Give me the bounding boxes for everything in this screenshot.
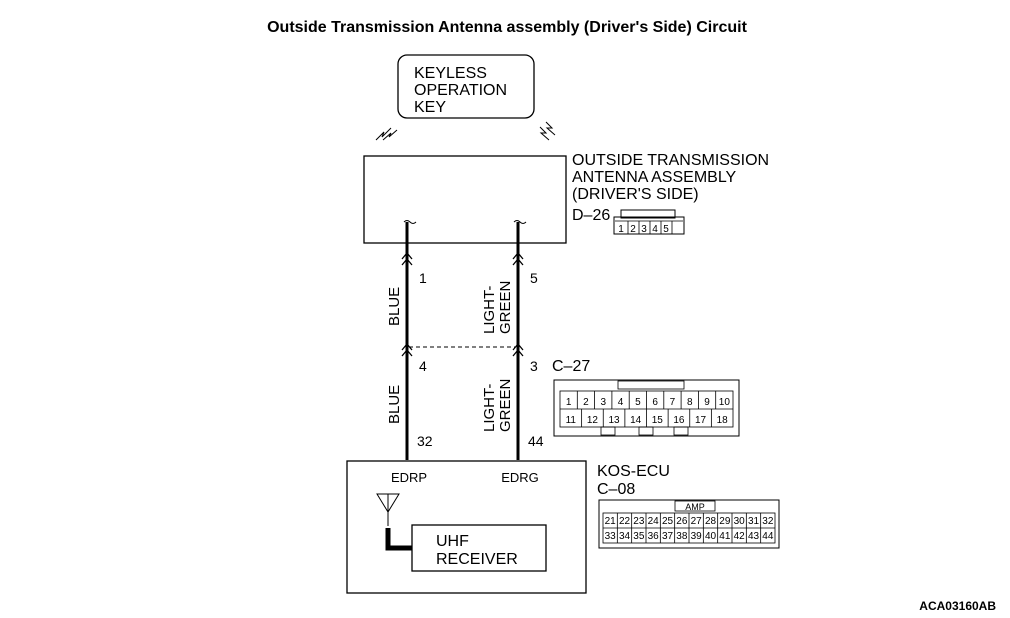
c27-pins-pin-16: 16 [673,415,685,426]
c08-pins-pin-22: 22 [619,516,631,527]
pin-label-3: 3 [530,358,538,374]
c08-pins-pin-41: 41 [719,531,731,542]
reference-code: ACA03160AB [919,599,996,613]
c27-pins-pin-1: 1 [566,397,572,408]
d26-pin-3: 3 [641,224,647,235]
connector-c08-label: C–08 [597,481,635,498]
c27-pins-pin-7: 7 [670,397,676,408]
c08-pins-pin-42: 42 [734,531,746,542]
connector-d26: 1 2 3 4 5 [613,209,685,235]
ecu-name-label: KOS-ECU [597,463,670,480]
pin-label-1: 1 [419,270,427,286]
c08-pins-pin-21: 21 [605,516,617,527]
c08-pins-pin-29: 29 [719,516,731,527]
pin-label-32: 32 [417,433,433,449]
keyless-key-line-3: KEY [414,99,446,116]
wire-light-green [512,222,524,460]
antenna-label-line-3: (DRIVER'S SIDE) [572,186,699,203]
c27-pins-pin-5: 5 [635,397,641,408]
c08-pins-pin-31: 31 [748,516,760,527]
c27-pins-pin-13: 13 [609,415,621,426]
c08-pins-pin-39: 39 [691,531,703,542]
pin-label-5: 5 [530,270,538,286]
terminal-edrp: EDRP [391,470,427,485]
c08-pins-pin-35: 35 [633,531,645,542]
c08-pins-pin-24: 24 [648,516,660,527]
connector-d26-label: D–26 [572,207,610,224]
c27-pins-pin-2: 2 [583,397,589,408]
terminal-edrg: EDRG [501,470,539,485]
d26-pin-2: 2 [630,224,636,235]
d26-pin-1: 1 [618,224,624,235]
wire-color-lightgreen-upper-2: GREEN [497,281,514,334]
c08-pins-pin-27: 27 [691,516,703,527]
c08-pins-pin-30: 30 [734,516,746,527]
amp-label: AMP [685,502,705,512]
keyless-key-line-2: OPERATION [414,82,507,99]
d26-pin-4: 4 [652,224,658,235]
c27-pins-pin-14: 14 [630,415,642,426]
c08-pins-pin-44: 44 [762,531,774,542]
c27-pins-pin-11: 11 [566,415,577,426]
c08-pins-pin-23: 23 [633,516,645,527]
c08-pins-pin-36: 36 [648,531,660,542]
antenna-assembly-box [363,155,567,244]
c08-pins-pin-37: 37 [662,531,674,542]
pin-label-4: 4 [419,358,427,374]
radio-signal-icon-right [539,121,556,141]
uhf-receiver: UHF RECEIVER [411,524,547,572]
keyless-key-line-1: KEYLESS [414,65,487,82]
c08-pins-pin-40: 40 [705,531,717,542]
c08-pins-pin-28: 28 [705,516,717,527]
c08-pins-pin-43: 43 [748,531,760,542]
c08-pins-pin-34: 34 [619,531,631,542]
antenna-icon [376,493,412,551]
antenna-label-line-2: ANTENNA ASSEMBLY [572,169,737,186]
kos-ecu-box [346,460,587,594]
receiver-label-line-2: RECEIVER [436,551,518,568]
c08-pins-pin-32: 32 [762,516,774,527]
c27-pins-pin-10: 10 [719,397,731,408]
c27-pins-pin-9: 9 [704,397,710,408]
c27-pins-pin-15: 15 [652,415,664,426]
c27-pins-pin-3: 3 [600,397,606,408]
connector-c27-label: C–27 [552,358,590,375]
wire-color-blue-lower: BLUE [386,385,403,424]
c27-pins-pin-6: 6 [652,397,658,408]
c08-pins-pin-38: 38 [676,531,688,542]
pin-label-44: 44 [528,433,544,449]
radio-signal-icon-left [375,127,398,141]
c27-pins-pin-12: 12 [587,415,599,426]
wire-color-lightgreen-lower-2: GREEN [497,379,514,432]
c08-pins-pin-25: 25 [662,516,674,527]
wire-color-lightgreen-lower-1: LIGHT- [481,384,498,432]
c27-pins-pin-17: 17 [695,415,707,426]
c08-pins-pin-26: 26 [676,516,688,527]
diagram-title: Outside Transmission Antenna assembly (D… [267,19,747,36]
keyless-operation-key: KEYLESS OPERATION KEY [397,54,535,119]
c27-pins-pin-18: 18 [717,415,729,426]
c08-pins-pin-33: 33 [605,531,617,542]
wire-color-blue-upper: BLUE [386,287,403,326]
d26-pin-5: 5 [663,224,669,235]
wire-color-lightgreen-upper-1: LIGHT- [481,286,498,334]
antenna-label-line-1: OUTSIDE TRANSMISSION [572,152,769,169]
c27-pins-pin-4: 4 [618,397,624,408]
receiver-label-line-1: UHF [436,533,469,550]
wire-blue [401,222,413,460]
c27-pins-pin-8: 8 [687,397,693,408]
